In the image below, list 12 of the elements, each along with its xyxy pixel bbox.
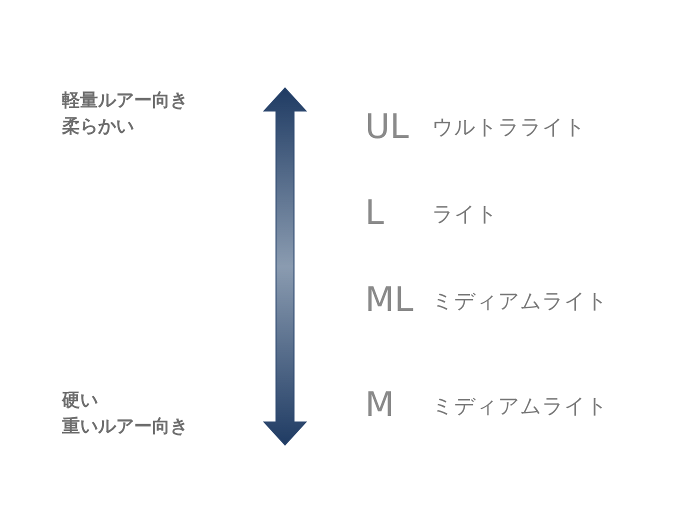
rating-name: ミディアムライト [432, 396, 608, 417]
rating-code: UL [365, 110, 409, 144]
hardness-label: 柔らかい [62, 118, 134, 136]
rating-code: M [365, 388, 394, 422]
hardness-label: 重いルアー向き [62, 418, 188, 436]
rating-name: ミディアムライト [432, 291, 608, 312]
rating-name: ライト [432, 204, 498, 225]
rating-name: ウルトラライト [432, 117, 586, 138]
hardness-label: 硬い [62, 392, 98, 410]
rating-code: ML [365, 283, 414, 317]
hardness-label: 軽量ルアー向き [62, 92, 188, 110]
rating-code: L [365, 196, 384, 230]
